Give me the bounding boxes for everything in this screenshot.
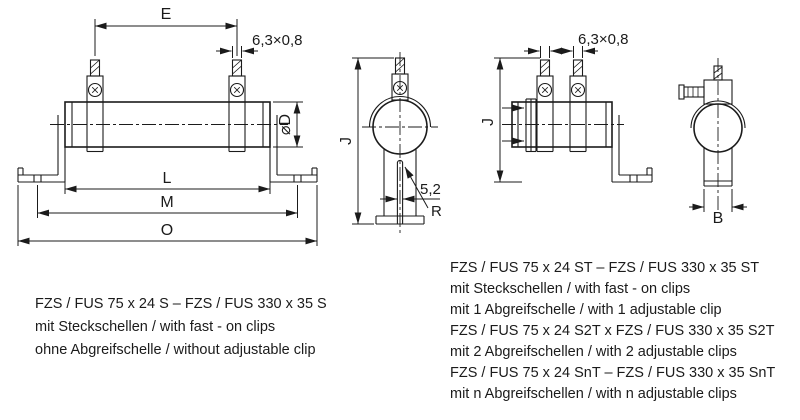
clip-band (228, 101, 246, 153)
side-view-s-version: E 6,3×0,8 ⌀D L (17, 6, 318, 246)
dim-label-slot-radius: R (431, 203, 442, 220)
clip-band (86, 101, 104, 153)
caption-st-versions: FZS / FUS 75 x 24 ST – FZS / FUS 330 x 3… (450, 258, 775, 405)
dim-label-J: J (338, 137, 355, 145)
clip-band-end (690, 100, 746, 129)
caption-line: mit Steckschellen / with fast - on clips (35, 319, 276, 335)
end-view-st-version: B (678, 58, 747, 227)
caption-line: FZS / FUS 75 x 24 SnT – FZS / FUS 330 x … (450, 365, 776, 381)
caption-line: mit n Abgreifschellen / with n adjustabl… (450, 386, 737, 402)
dim-label-O: O (161, 222, 173, 239)
clip-band (536, 101, 554, 153)
dimensions-end-view-st: B (689, 189, 747, 227)
caption-line: FZS / FUS 75 x 24 S – FZS / FUS 330 x 35… (35, 296, 327, 312)
dimensions-s-version: E 6,3×0,8 ⌀D L (17, 6, 318, 246)
caption-s-version: FZS / FUS 75 x 24 S – FZS / FUS 330 x 35… (35, 293, 327, 362)
caption-line: mit 2 Abgreifschellen / with 2 adjustabl… (450, 344, 737, 360)
mounting-bracket-left (17, 115, 66, 183)
dim-label-tab-size: 6,3×0,8 (252, 32, 302, 49)
dim-label-tab-size: 6,3×0,8 (578, 31, 628, 48)
clip-band (569, 101, 587, 153)
caption-line: mit Steckschellen / with fast - on clips (450, 281, 691, 297)
terminal-clip (86, 59, 104, 103)
end-view-s-version: J 5,2 R (338, 52, 442, 236)
dim-label-diameter-D: ⌀D (277, 114, 294, 135)
dim-label-L: L (163, 170, 172, 187)
dim-label-B: B (713, 210, 724, 227)
dim-label-J: J (480, 118, 497, 126)
adjustable-clip-screw (678, 84, 705, 100)
dim-label-M: M (160, 194, 173, 211)
bracket-end-view (703, 147, 733, 187)
resistor-body-end (693, 103, 743, 153)
adjustable-clip (525, 98, 537, 153)
caption-line: ohne Abgreifschelle / without adjustable… (35, 342, 316, 358)
caption-line: mit 1 Abgreifschelle / with 1 adjustable… (450, 302, 722, 318)
mounting-bracket-right (611, 115, 653, 183)
terminal-clip (228, 59, 246, 103)
clip-band-end (368, 96, 432, 128)
bracket-end-view (375, 148, 425, 225)
dim-label-slot-width: 5,2 (420, 181, 441, 198)
technical-drawing: E 6,3×0,8 ⌀D L (17, 6, 747, 246)
dim-label-E: E (161, 6, 172, 23)
terminal-clip (536, 59, 554, 103)
terminal-clip (569, 59, 587, 103)
dimensions-st-version: 6,3×0,8 J (480, 31, 628, 183)
caption-line: FZS / FUS 75 x 24 ST – FZS / FUS 330 x 3… (450, 260, 760, 276)
caption-line: FZS / FUS 75 x 24 S2T x FZS / FUS 330 x … (450, 323, 775, 339)
side-view-st-version: 6,3×0,8 J (480, 31, 653, 183)
dimensions-end-view-s: J 5,2 R (338, 57, 442, 225)
